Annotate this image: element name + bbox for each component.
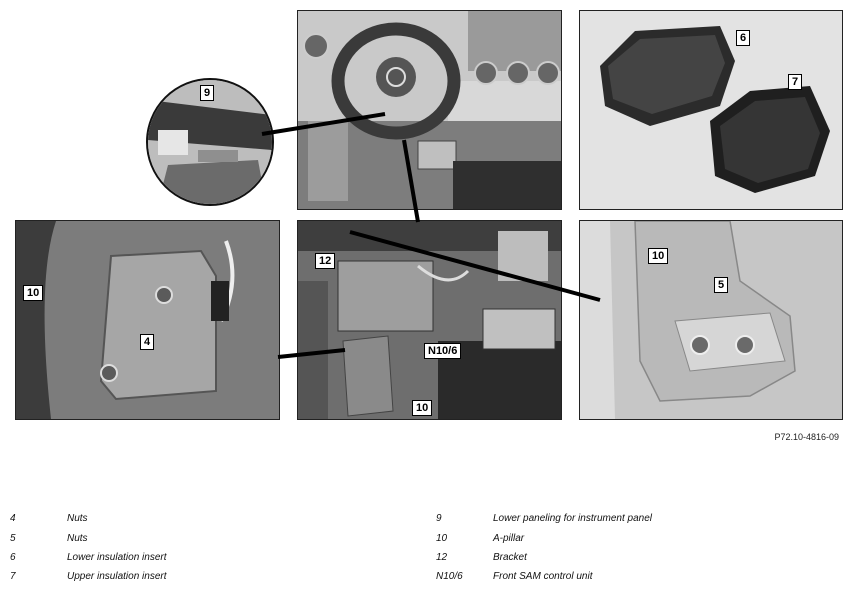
legend-number: 9: [436, 513, 442, 524]
legend-number: 7: [10, 571, 16, 582]
legend-text: A-pillar: [493, 533, 525, 544]
legend-number: 6: [10, 552, 16, 563]
legend: 4 Nuts 5 Nuts 6 Lower insulation insert …: [10, 513, 843, 593]
callout-10-right: 10: [648, 248, 669, 264]
callout-4: 4: [140, 334, 155, 350]
a-pillar-closeup-panel: [579, 220, 843, 420]
callout-5: 5: [714, 277, 729, 293]
callout-10-center: 10: [412, 400, 433, 416]
legend-number: 4: [10, 513, 16, 524]
legend-text: Bracket: [493, 552, 527, 563]
legend-text: Front SAM control unit: [493, 571, 593, 582]
reference-code: P72.10-4816-09: [774, 432, 839, 442]
legend-number: 12: [436, 552, 448, 563]
legend-text: Upper insulation insert: [67, 571, 167, 582]
legend-text: Lower insulation insert: [67, 552, 167, 563]
legend-number: 10: [436, 533, 448, 544]
legend-text: Nuts: [67, 533, 88, 544]
callout-9: 9: [200, 85, 215, 101]
legend-number: 5: [10, 533, 16, 544]
footwell-photo-panel: [297, 220, 562, 420]
paneling-magnifier: [146, 78, 274, 206]
bracket-closeup-panel: [15, 220, 280, 420]
callout-7: 7: [788, 74, 803, 90]
legend-number: N10/6: [436, 571, 463, 582]
legend-text: Lower paneling for instrument panel: [493, 513, 652, 524]
callout-10-left: 10: [23, 285, 44, 301]
callout-6: 6: [736, 30, 751, 46]
cockpit-photo-panel: [297, 10, 562, 210]
legend-text: Nuts: [67, 513, 88, 524]
callout-12: 12: [315, 253, 336, 269]
callout-n10-6: N10/6: [424, 343, 462, 359]
insulation-inserts-panel: [579, 10, 843, 210]
